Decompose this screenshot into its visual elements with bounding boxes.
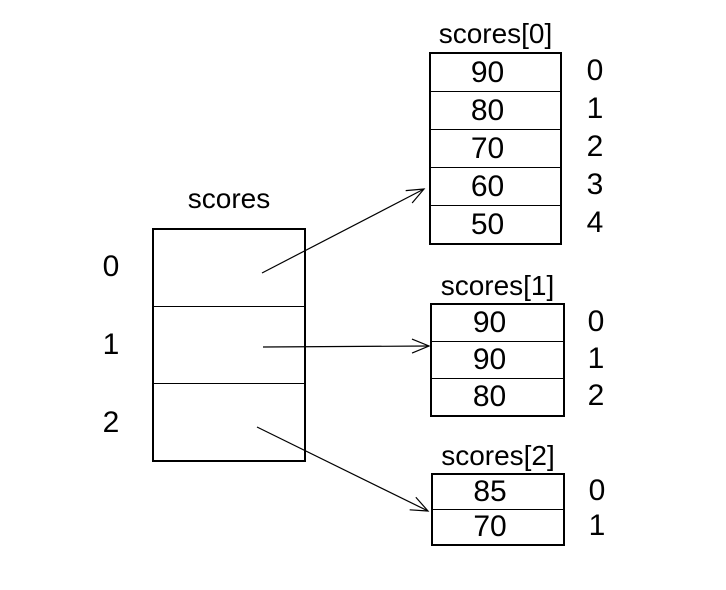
subarray-2-title: scores[2]	[441, 440, 555, 471]
cell-value: 70	[473, 510, 507, 543]
cell-value: 50	[470, 208, 505, 241]
cell-value: 90	[472, 343, 507, 376]
subarray-1-box: 90 90 80	[430, 303, 565, 417]
subarray-2-box: 85 70	[431, 473, 565, 546]
pointer-cell-1	[154, 307, 304, 384]
cell-value: 85	[473, 475, 507, 508]
pointer-cell-2	[154, 384, 304, 460]
table-row: 80	[432, 379, 563, 415]
index-label: 1	[587, 341, 605, 375]
index-label: 2	[586, 130, 604, 163]
pointer-index-label: 0	[102, 250, 120, 283]
subarray-1-index-column: 0 1 2	[578, 303, 614, 414]
cell-value: 90	[470, 56, 505, 89]
index-label: 1	[588, 508, 606, 542]
index-label: 2	[587, 378, 605, 412]
subarray-1-title: scores[1]	[440, 270, 555, 301]
subarray-0-title: scores[0]	[438, 18, 553, 49]
table-row: 70	[433, 510, 563, 544]
index-label: 1	[586, 92, 604, 125]
subarray-0-box: 90 80 70 60 50	[429, 52, 562, 245]
table-row: 50	[431, 206, 560, 243]
table-row: 90	[431, 54, 560, 92]
pointer-index-label: 1	[102, 328, 120, 361]
subarray-2-index-column: 0 1	[579, 473, 615, 543]
index-label: 4	[586, 206, 604, 239]
index-label: 0	[587, 304, 605, 338]
subarray-0-index-column: 0 1 2 3 4	[577, 52, 613, 242]
pointer-index-label: 2	[102, 406, 120, 439]
table-row: 90	[432, 342, 563, 379]
index-label: 3	[586, 168, 604, 201]
table-row: 90	[432, 305, 563, 342]
table-row: 85	[433, 475, 563, 510]
cell-value: 70	[470, 132, 505, 165]
pointer-array-index-column: 0 1 2	[96, 228, 126, 462]
cell-value: 90	[472, 306, 507, 339]
table-row: 80	[431, 92, 560, 130]
table-row: 60	[431, 168, 560, 206]
pointer-array-title: scores	[187, 183, 271, 214]
index-label: 0	[586, 54, 604, 87]
index-label: 0	[588, 473, 606, 507]
table-row: 70	[431, 130, 560, 168]
pointer-array-box	[152, 228, 306, 462]
pointer-cell-0	[154, 230, 304, 307]
cell-value: 80	[472, 380, 507, 413]
cell-value: 60	[470, 170, 505, 203]
cell-value: 80	[470, 94, 505, 127]
